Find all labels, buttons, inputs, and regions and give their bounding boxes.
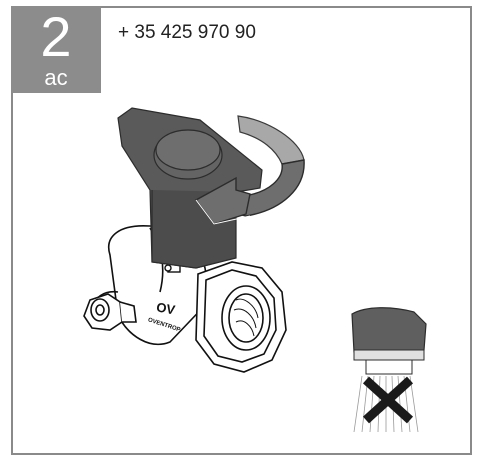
step-code: ac [44, 65, 68, 90]
valve-handle [117, 107, 263, 269]
right-connection [195, 261, 287, 373]
no-water-symbol [351, 307, 427, 433]
rotate-arrow-icon [194, 115, 305, 225]
phone-number: + 35 425 970 90 [118, 22, 256, 43]
left-nut [83, 293, 137, 331]
cross-icon [362, 376, 414, 424]
valve-marking-ov: OV [155, 299, 176, 317]
step-number: 2 [40, 5, 72, 68]
step-badge: 2 ac [11, 6, 101, 93]
